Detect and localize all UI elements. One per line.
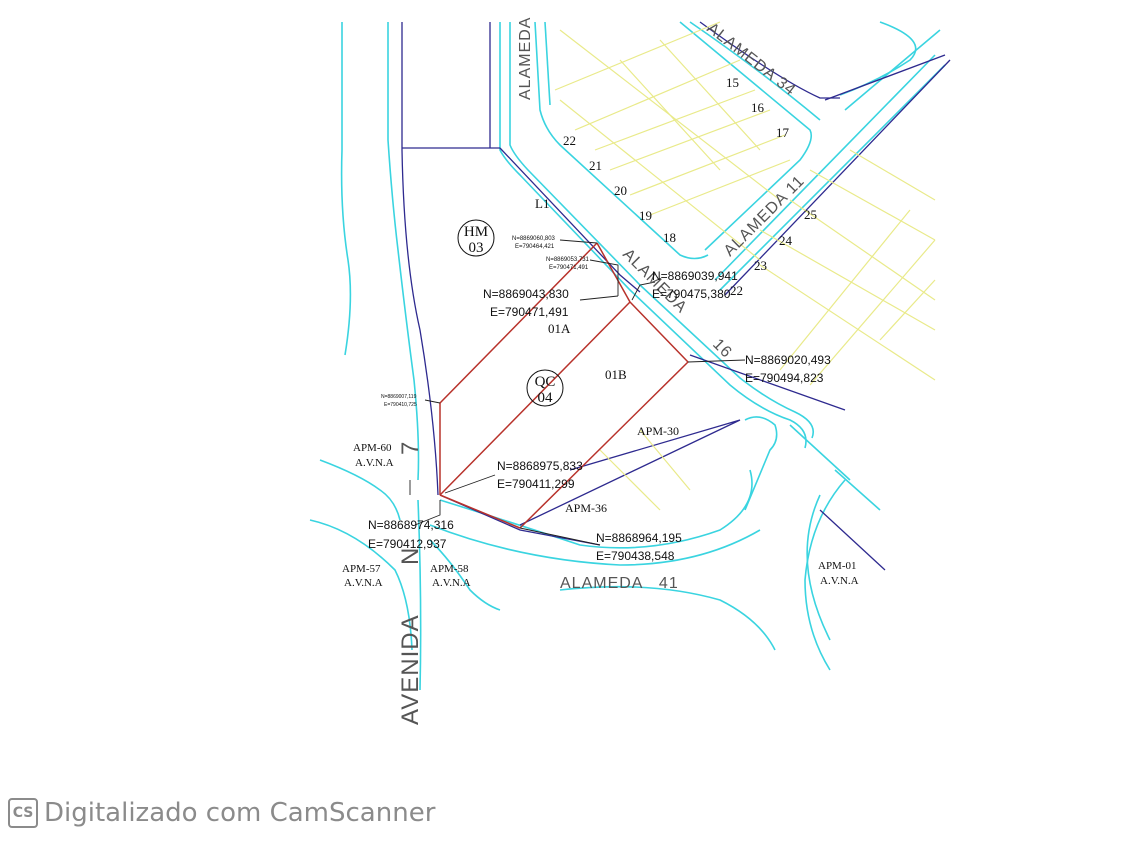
coord-7-n: N=8868975,833: [497, 459, 583, 473]
lot-21: 21: [589, 158, 602, 173]
svg-text:HM: HM: [464, 224, 488, 240]
parcel-apm30: APM-30: [637, 424, 679, 438]
lot-24: 24: [779, 233, 793, 248]
camscanner-watermark: CS Digitalizado com CamScanner: [8, 798, 435, 828]
area-apm60-code: APM-60: [353, 442, 392, 454]
subdivision-lines: [554, 21, 936, 511]
street-alameda-top: ALAMEDA: [517, 17, 534, 100]
coord-2-e: E=790471,491: [549, 265, 589, 271]
area-apm58-sub: A.V.N.A: [432, 577, 471, 589]
lot-25: 25: [804, 207, 817, 222]
street-alameda-34: ALAMEDA 34: [704, 20, 799, 100]
lot-17: 17: [776, 125, 790, 140]
parcel-boundaries: [439, 242, 689, 529]
lot-22b: 22: [730, 283, 743, 298]
camscanner-logo-icon: CS: [8, 798, 38, 828]
coordinates: N=8869060,803 E=790464,421 N=8869053,731…: [368, 236, 831, 563]
watermark-text: Digitalizado com CamScanner: [44, 798, 436, 828]
parcel-apm36: APM-36: [565, 501, 607, 515]
leader-lines: [414, 239, 746, 546]
coord-7-e: E=790411,299: [497, 477, 575, 491]
lot-22: 22: [563, 133, 576, 148]
lot-19: 19: [639, 208, 652, 223]
coord-2-n: N=8869053,731: [546, 257, 590, 263]
coord-9-n: N=8868964,195: [596, 531, 682, 545]
area-apm01-code: APM-01: [818, 560, 857, 572]
coord-1-e: E=790464,421: [515, 244, 555, 250]
street-alameda-41: ALAMEDA 41: [560, 575, 679, 592]
parcel-01a: 01A: [548, 321, 571, 336]
svg-text:QC: QC: [535, 374, 556, 390]
area-apm60-sub: A.V.N.A: [355, 457, 394, 469]
street-alameda-11: ALAMEDA 11: [721, 172, 808, 259]
parcel-labels: L1 01A 01B APM-30 APM-36: [535, 196, 679, 515]
parcel-01b: 01B: [605, 367, 627, 382]
lot-15: 15: [726, 75, 739, 90]
coord-8-n: N=8868974,316: [368, 518, 454, 532]
coord-8-e: E=790412,937: [368, 537, 447, 551]
coord-5-e: E=790494,823: [745, 371, 824, 385]
parcel-l1: L1: [535, 196, 549, 211]
street-avenida-n: N: [397, 547, 424, 565]
coord-6-n: N=8869007,119: [381, 394, 417, 400]
svg-text:04: 04: [538, 390, 554, 406]
area-apm58-code: APM-58: [430, 563, 469, 575]
coord-6-e: E=790410,725: [384, 402, 417, 408]
lot-lines: [401, 21, 951, 571]
coord-4-e: E=790471,491: [490, 305, 569, 319]
lot-20: 20: [614, 183, 627, 198]
svg-text:03: 03: [469, 240, 484, 256]
street-avenida-7: 7: [397, 441, 424, 455]
marker-qc: QC 04: [526, 369, 564, 407]
area-labels: APM-60 A.V.N.A APM-57 A.V.N.A APM-58 A.V…: [342, 442, 859, 589]
lot-23: 23: [754, 258, 767, 273]
area-apm01-sub: A.V.N.A: [820, 575, 859, 587]
coord-1-n: N=8869060,803: [512, 236, 556, 242]
lot-numbers: 15 16 17 22 21 20 19 18 25 24 23 22: [563, 75, 817, 298]
marker-hm: HM 03: [457, 219, 495, 257]
area-apm57-code: APM-57: [342, 563, 381, 575]
lot-18: 18: [663, 230, 676, 245]
street-alameda-16b: 16: [709, 336, 735, 362]
road-edges: [309, 21, 946, 691]
coord-4-n: N=8869043,830: [483, 287, 569, 301]
coord-9-e: E=790438,548: [596, 549, 675, 563]
coord-3-e: E=790475,380: [652, 287, 731, 301]
street-avenida: AVENIDA: [397, 614, 424, 725]
area-apm57-sub: A.V.N.A: [344, 577, 383, 589]
lot-16: 16: [751, 100, 765, 115]
coord-5-n: N=8869020,493: [745, 353, 831, 367]
coord-3-n: N=8869039,941: [652, 269, 738, 283]
